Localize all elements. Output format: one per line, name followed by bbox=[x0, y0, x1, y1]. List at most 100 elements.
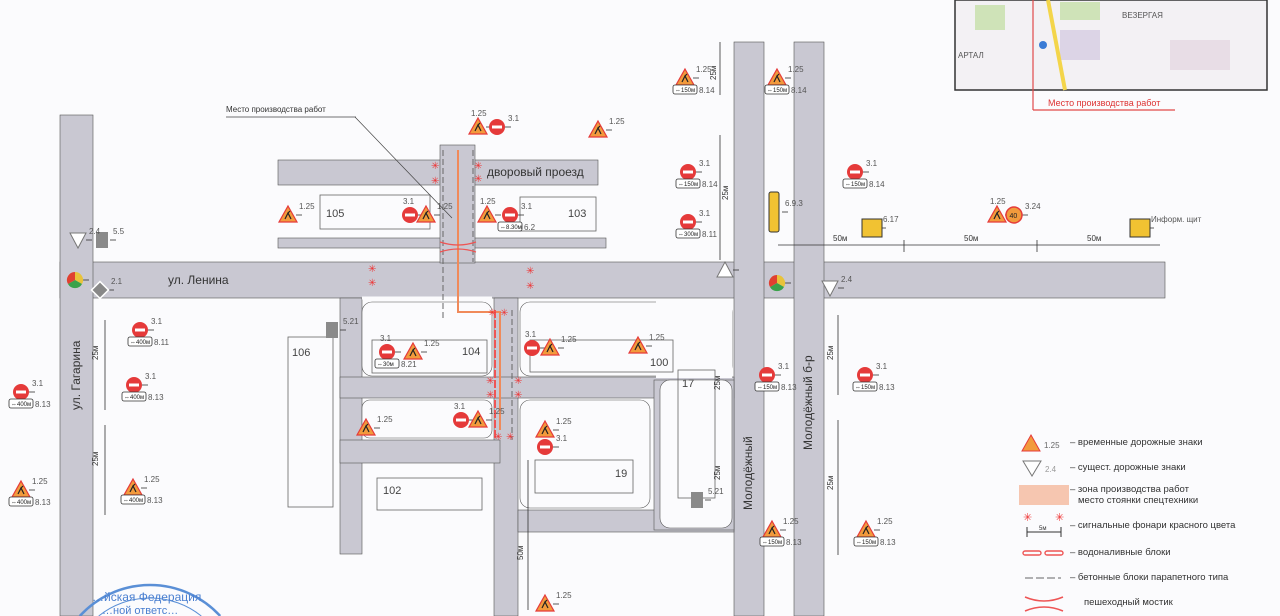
warning-roadworks-icon bbox=[277, 204, 302, 223]
street-dvorovy: дворовый проезд bbox=[487, 165, 584, 179]
distance-lines bbox=[104, 42, 1160, 610]
distance-label: 25м bbox=[91, 346, 100, 360]
legend-item-signal-lamps: ✳✳5м – сигнальные фонари красного цвета bbox=[1018, 510, 1280, 540]
sign-code: 1.25 bbox=[609, 117, 625, 126]
give-way-icon: 2.4 bbox=[1022, 460, 1057, 477]
distance-plate: ⇔150м bbox=[855, 385, 875, 391]
sign-code: 3.1 bbox=[521, 202, 533, 211]
sign-code: 3.1 bbox=[876, 362, 888, 371]
road-inner-h2 bbox=[339, 439, 501, 464]
sign-code: 3.1 bbox=[403, 197, 415, 206]
distance-plate: ⇔30м bbox=[377, 362, 394, 368]
plate-code: 8.13 bbox=[35, 400, 51, 409]
plate-code: 8.13 bbox=[147, 496, 163, 505]
plate-code: 8.13 bbox=[781, 383, 797, 392]
signal-lamps: ✳✳✳✳✳✳✳✳✳✳✳✳✳✳✳✳ bbox=[368, 161, 534, 443]
road-signs bbox=[8, 67, 1154, 612]
legend-item-water-blocks: – водоналивные блоки bbox=[1018, 540, 1280, 565]
sign-code: 3.1 bbox=[380, 334, 392, 343]
svg-text:5м: 5м bbox=[1039, 526, 1046, 532]
plate-code: 8.13 bbox=[786, 538, 802, 547]
warning-roadworks-icon bbox=[587, 119, 612, 138]
distance-label: 25м bbox=[91, 452, 100, 466]
give-way-icon bbox=[716, 260, 739, 278]
stamp-line1: …йская Федерация bbox=[92, 590, 201, 604]
distance-plate: ⇔8.30м bbox=[500, 225, 522, 231]
warning-roadworks-icon bbox=[853, 519, 880, 547]
svg-text:✳: ✳ bbox=[1023, 512, 1032, 524]
signal-lamp-icon: ✳ bbox=[431, 176, 439, 187]
signal-lamp-icon: ✳ bbox=[474, 161, 482, 172]
bus-stop-icon bbox=[326, 322, 346, 338]
sign-code: 1.25 bbox=[437, 202, 453, 211]
info-board-icon bbox=[1129, 218, 1154, 238]
warning-roadworks-icon bbox=[415, 204, 440, 223]
sign-code: 3.1 bbox=[699, 159, 711, 168]
plate-code: 8.21 bbox=[401, 360, 417, 369]
distance-label: 25м bbox=[826, 346, 835, 360]
building-100: 100 bbox=[650, 357, 668, 369]
warning-roadworks-icon bbox=[402, 341, 427, 360]
sign-code: 5.21 bbox=[708, 487, 724, 496]
legend-item-footbridge: пешеходный мостик bbox=[1018, 590, 1280, 615]
road-molodezhny-blvd bbox=[793, 41, 825, 616]
info-yellow-icon bbox=[861, 218, 886, 238]
work-zone-swatch-icon bbox=[1019, 485, 1069, 505]
signal-lamp-icon: ✳ bbox=[500, 308, 508, 319]
svg-text:2.4: 2.4 bbox=[1045, 465, 1057, 474]
legend: 1.25 – временные дорожные знаки 2.4 – су… bbox=[1018, 430, 1280, 615]
no-entry-icon bbox=[754, 367, 781, 392]
no-entry-icon bbox=[537, 439, 559, 455]
traffic-light-icon bbox=[768, 274, 791, 292]
sign-code: 5.5 bbox=[113, 227, 125, 236]
sign-code: 1.25 bbox=[788, 65, 804, 74]
distance-plate: ⇔400м bbox=[123, 498, 143, 504]
sign-code: 1.25 bbox=[377, 415, 393, 424]
distance-label: 25м bbox=[709, 66, 718, 80]
signal-lamp-icon: ✳ bbox=[494, 432, 502, 443]
water-block-icon bbox=[1022, 549, 1064, 556]
distance-label: 25м bbox=[713, 376, 722, 390]
legend-item-temp-signs: 1.25 – временные дорожные знаки bbox=[1018, 430, 1280, 455]
distance-label: 25м bbox=[713, 466, 722, 480]
warning-roadworks-icon bbox=[476, 204, 501, 223]
sign-code: 1.25 bbox=[144, 475, 160, 484]
no-entry-icon bbox=[842, 164, 869, 189]
distance-plate: ⇔150м bbox=[856, 540, 876, 546]
distance-plate: ⇔150м bbox=[767, 88, 787, 94]
building-106: 106 bbox=[292, 347, 310, 359]
building-105: 105 bbox=[326, 208, 344, 220]
speed-limit-icon bbox=[1005, 206, 1028, 224]
sign-code: 6.9.3 bbox=[785, 199, 803, 208]
stamp-line2: …ной ответс… bbox=[102, 605, 178, 616]
sign-code: 1.25 bbox=[32, 477, 48, 486]
warning-roadworks-icon bbox=[627, 335, 652, 354]
building-17: 17 bbox=[682, 378, 694, 390]
signal-lamp-icon: ✳ bbox=[486, 390, 494, 401]
distance-plate: ⇔150м bbox=[762, 540, 782, 546]
distance-plate: ⇔400м bbox=[11, 402, 31, 408]
distance-label: 25м bbox=[721, 186, 730, 200]
work-zone bbox=[439, 150, 513, 440]
warning-roadworks-icon bbox=[467, 409, 492, 428]
sign-code: 1.25 bbox=[489, 407, 505, 416]
road-molodezhny bbox=[733, 41, 765, 616]
building-103: 103 bbox=[568, 208, 586, 220]
sign-code: 1.25 bbox=[561, 335, 577, 344]
no-entry-icon bbox=[374, 344, 401, 369]
sign-code: 3.1 bbox=[145, 372, 157, 381]
warning-roadworks-icon bbox=[539, 337, 564, 356]
no-entry-icon bbox=[121, 377, 148, 402]
road-gagarina bbox=[59, 114, 94, 616]
signal-lamp-icon: ✳✳5м bbox=[1023, 512, 1064, 537]
no-entry-icon bbox=[497, 207, 524, 232]
road-dvorovy bbox=[277, 159, 599, 186]
sign-code: 1.25 bbox=[299, 202, 315, 211]
signal-lamp-icon: ✳ bbox=[431, 161, 439, 172]
sign-code: 3.1 bbox=[778, 362, 790, 371]
plate-code: 8.13 bbox=[148, 393, 164, 402]
signal-lamp-icon: ✳ bbox=[488, 308, 496, 319]
sign-code: 3.1 bbox=[32, 379, 44, 388]
inset-map: ВЕЗЕРГАЯ АРТАЛ Место производства работ bbox=[954, 0, 1268, 111]
legend-item-concrete-blocks: – бетонные блоки парапетного типа bbox=[1018, 565, 1280, 590]
